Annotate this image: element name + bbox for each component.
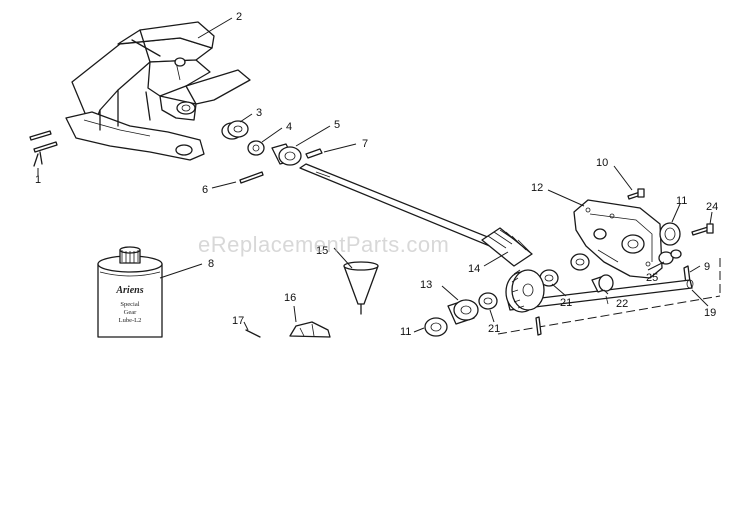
callout-21-upper: 21	[560, 297, 572, 309]
callout-22: 22	[616, 298, 628, 310]
callout-11-right: 11	[676, 195, 687, 207]
callout-24: 24	[706, 201, 718, 213]
part-8-gear-lube-can: Ariens Special Gear Lube-L2	[97, 246, 163, 338]
part-5-bushing	[271, 143, 302, 166]
part-17-part	[245, 329, 261, 338]
part-1-pins	[29, 130, 58, 167]
can-line1-text: Special	[120, 301, 139, 308]
small-pin	[535, 316, 542, 336]
callout-10: 10	[596, 157, 608, 169]
callout-9: 9	[704, 261, 710, 273]
callout-3: 3	[256, 107, 262, 119]
callout-1: 1	[35, 174, 41, 186]
callout-12: 12	[531, 182, 543, 194]
washer-upper	[570, 253, 590, 271]
callout-13: 13	[420, 279, 432, 291]
callout-15: 15	[316, 245, 328, 257]
callout-5: 5	[334, 119, 340, 131]
part-11-seal-left	[424, 317, 448, 337]
callout-6: 6	[202, 184, 208, 196]
callout-17: 17	[232, 315, 244, 327]
can-brand-text: Ariens	[115, 285, 143, 296]
part-7-key	[305, 148, 323, 159]
part-25-fitting	[658, 249, 682, 265]
callout-labels: 2 1 3 4 5 6 7 8 10 12 11 24 25 9 19 22 2…	[35, 11, 718, 338]
callout-2: 2	[236, 11, 242, 23]
part-3-bearing	[221, 120, 249, 140]
part-15-funnel	[343, 261, 379, 315]
callout-7: 7	[362, 138, 368, 150]
part-6-pin	[239, 171, 264, 184]
callout-8: 8	[208, 258, 214, 270]
part-11-seal-right	[659, 222, 681, 246]
part-14-gear	[505, 269, 545, 313]
part-24-screw	[691, 223, 714, 236]
part-4-washer	[247, 140, 265, 156]
part-22-bushing	[591, 274, 614, 293]
callout-16: 16	[284, 292, 296, 304]
callout-25: 25	[646, 272, 658, 284]
can-line2-text: Gear	[124, 309, 137, 316]
callout-19: 19	[704, 307, 716, 319]
part-21-washers	[478, 269, 559, 310]
worm-shaft	[299, 163, 533, 267]
callout-4: 4	[286, 121, 292, 133]
part-2-housing	[65, 21, 251, 161]
watermark-text: eReplacementParts.com	[198, 232, 449, 257]
part-19-auger-shaft	[497, 258, 721, 335]
callout-21-lower: 21	[488, 323, 500, 335]
part-16-boot	[289, 321, 331, 338]
leader-lines	[37, 17, 713, 333]
part-13-hub	[447, 299, 479, 325]
callout-11-left: 11	[400, 326, 411, 338]
part-10-screw	[627, 188, 645, 200]
can-line3-text: Lube-L2	[119, 317, 142, 324]
part-12-gear-case	[573, 199, 663, 279]
callout-14: 14	[468, 263, 480, 275]
